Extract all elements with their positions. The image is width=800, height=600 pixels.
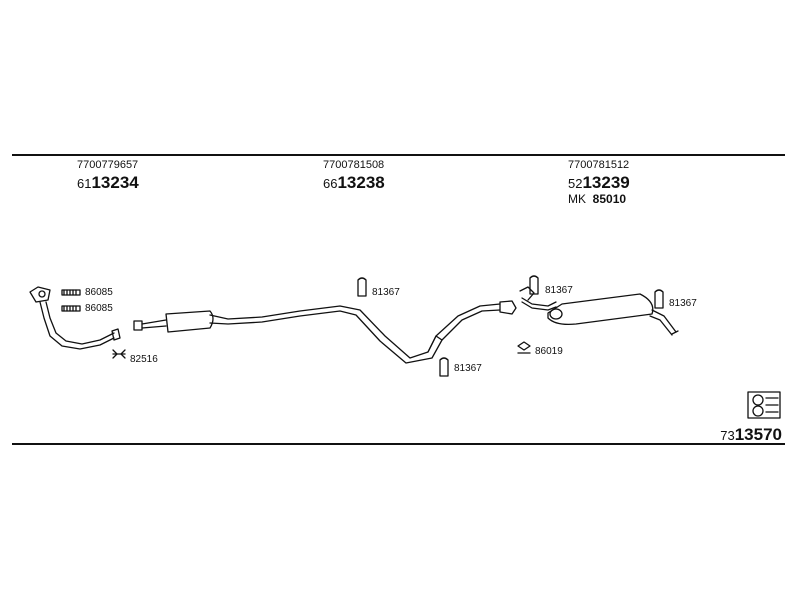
top-divider — [12, 154, 785, 156]
hanger-4-label: 81367 — [669, 298, 697, 309]
part-code: 6113234 — [77, 174, 139, 191]
front-pipe[interactable] — [29, 286, 121, 350]
clamp-bolt-icon — [61, 289, 81, 312]
gasket-icon — [112, 349, 126, 359]
code-main: 13234 — [91, 173, 139, 192]
kit-prefix: MK — [568, 192, 586, 206]
rear-silencer[interactable] — [519, 286, 679, 336]
clamp-a-label: 86085 — [85, 287, 113, 298]
oem-number: 7700781508 — [323, 159, 385, 171]
code-main: 13239 — [582, 173, 630, 192]
rear-clamp-label: 86019 — [535, 346, 563, 357]
hanger-3-label: 81367 — [545, 285, 573, 296]
figure-code: 7313570 — [720, 426, 782, 443]
oem-number: 7700779657 — [77, 159, 139, 171]
code-prefix: 66 — [323, 176, 338, 191]
code-prefix: 52 — [568, 176, 583, 191]
rubber-hanger-icon — [357, 275, 664, 377]
hanger-2-label: 81367 — [454, 363, 482, 374]
part-front-pipe[interactable]: 7700779657 6113234 — [77, 159, 139, 192]
part-code: 6613238 — [323, 174, 385, 191]
clamp-b-label: 86085 — [85, 303, 113, 314]
part-code: 5213239 — [568, 174, 630, 191]
part-middle-silencer[interactable]: 7700781508 6613238 — [323, 159, 385, 192]
code-prefix: 61 — [77, 176, 92, 191]
oem-number: 7700781512 — [568, 159, 630, 171]
hanger-1-label: 81367 — [372, 287, 400, 298]
kit-code: 85010 — [592, 192, 627, 206]
middle-silencer[interactable] — [133, 300, 517, 364]
bottom-divider — [12, 443, 785, 445]
gasket-label: 82516 — [130, 354, 158, 365]
rear-clamp-icon — [517, 341, 531, 354]
figure-prefix: 73 — [720, 428, 735, 443]
figure-main: 13570 — [734, 425, 782, 444]
diagram-symbol-icon — [747, 391, 781, 419]
part-rear-silencer[interactable]: 7700781512 5213239 MK 85010 — [568, 159, 630, 206]
code-main: 13238 — [337, 173, 385, 192]
mounting-kit: MK 85010 — [568, 193, 630, 205]
